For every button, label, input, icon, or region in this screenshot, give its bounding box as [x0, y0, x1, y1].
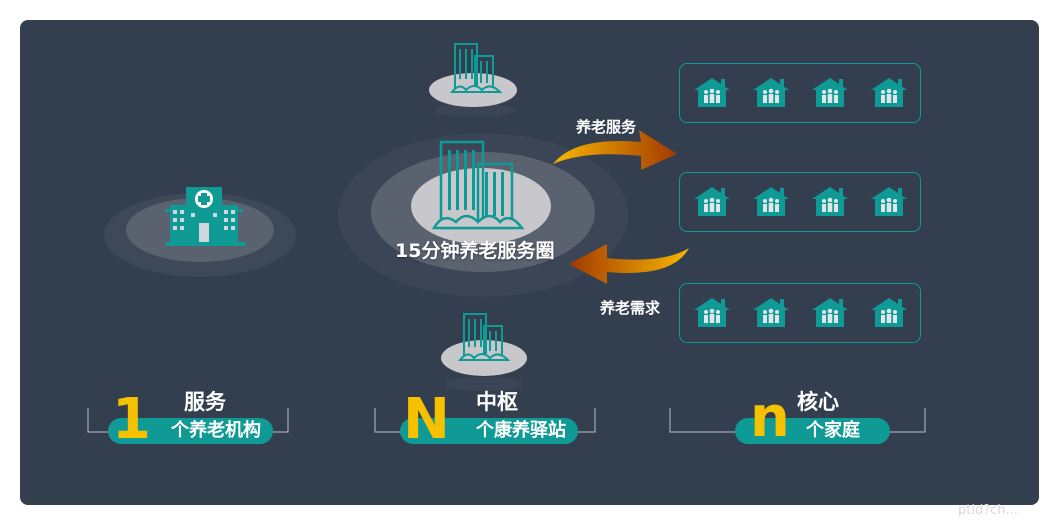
- station-node-top: [429, 43, 517, 117]
- house-icon: [812, 78, 848, 107]
- house-icon: [871, 187, 907, 216]
- family-icon: [881, 308, 897, 323]
- family-group-3: [679, 283, 921, 343]
- house-icon: [812, 298, 848, 327]
- family-group-2: [679, 172, 921, 232]
- house-icon: [694, 78, 730, 107]
- house-icon: [871, 78, 907, 107]
- house-icon: [871, 298, 907, 327]
- column-pill-station: 个康养驿站: [400, 418, 578, 444]
- station-node-bottom: [441, 313, 527, 391]
- house-icon: [694, 187, 730, 216]
- building-icon: [457, 313, 511, 361]
- service-arrow-label: 养老服务: [576, 118, 637, 136]
- family-icon: [881, 88, 897, 103]
- family-icon: [704, 88, 720, 103]
- column-number-n-upper: N: [403, 387, 450, 452]
- family-icon: [704, 308, 720, 323]
- house-icon: [753, 187, 789, 216]
- family-icon: [822, 308, 838, 323]
- building-icon: [449, 43, 503, 93]
- column-number-1: 1: [112, 387, 151, 452]
- column-heading-service: 服务: [184, 390, 226, 414]
- flow-arrows: [553, 130, 689, 284]
- demand-arrow-label: 养老需求: [600, 299, 661, 317]
- watermark: ptid?ch...: [958, 503, 1018, 518]
- house-icon: [753, 78, 789, 107]
- demand-arrow: [569, 244, 689, 284]
- hospital-node: [104, 187, 296, 277]
- column-heading-core: 核心: [797, 390, 839, 414]
- column-pill-family: 个家庭: [735, 418, 890, 444]
- family-icon: [763, 88, 779, 103]
- column-pill-institution: 个养老机构: [108, 418, 273, 444]
- family-icon: [704, 197, 720, 212]
- house-icon: [753, 298, 789, 327]
- family-group-1: [679, 63, 921, 123]
- caption-brackets: [87, 408, 926, 433]
- family-icon: [763, 197, 779, 212]
- family-icon: [822, 88, 838, 103]
- family-icon: [763, 308, 779, 323]
- column-number-n-lower: n: [750, 385, 790, 450]
- family-icon: [822, 197, 838, 212]
- column-heading-hub: 中枢: [476, 390, 518, 414]
- service-arrow: [553, 130, 677, 170]
- house-icon: [812, 187, 848, 216]
- family-icon: [881, 197, 897, 212]
- hub-label: 15分钟养老服务圈: [395, 240, 555, 262]
- house-icon: [694, 298, 730, 327]
- hospital-icon: [165, 187, 246, 246]
- hub-node: [338, 133, 628, 297]
